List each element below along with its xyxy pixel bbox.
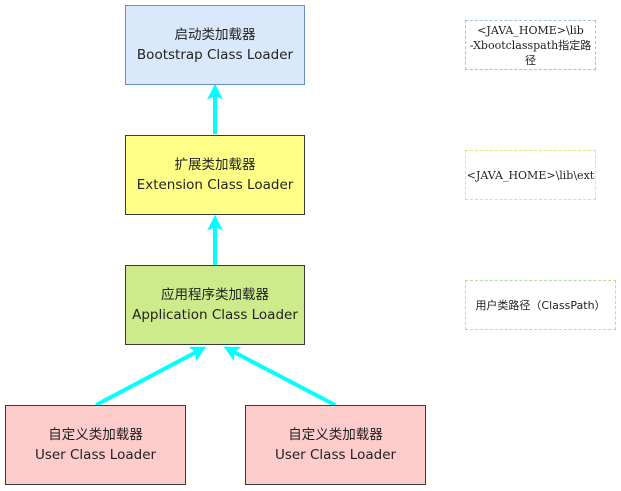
application-class-loader-node[interactable]: 应用程序类加载器 Application Class Loader: [125, 265, 305, 345]
application-title: 应用程序类加载器: [161, 287, 269, 303]
application-path-note: 用户类路径（ClassPath）: [465, 280, 616, 330]
bootstrap-subtitle: Bootstrap Class Loader: [136, 47, 294, 63]
bootstrap-title: 启动类加载器: [174, 27, 256, 43]
bootstrap-path-note: <JAVA_HOME>\lib -Xbootclasspath指定路径: [465, 20, 596, 70]
bootstrap-class-loader-node[interactable]: 启动类加载器 Bootstrap Class Loader: [125, 5, 305, 85]
user1-title: 自定义类加载器: [48, 427, 143, 443]
arrow-user1-to-application: [95, 346, 207, 407]
extension-subtitle: Extension Class Loader: [136, 177, 294, 193]
arrow-user2-to-application: [223, 346, 336, 407]
extension-class-loader-node[interactable]: 扩展类加载器 Extension Class Loader: [125, 135, 305, 215]
extension-path-text: <JAVA_HOME>\lib\ext: [466, 168, 595, 182]
user-class-loader-node-right[interactable]: 自定义类加载器 User Class Loader: [245, 405, 426, 485]
user2-subtitle: User Class Loader: [274, 447, 397, 463]
extension-title: 扩展类加载器: [174, 157, 256, 173]
application-path-text: 用户类路径（ClassPath）: [475, 298, 606, 312]
extension-path-note: <JAVA_HOME>\lib\ext: [465, 150, 596, 200]
application-subtitle: Application Class Loader: [132, 307, 298, 323]
user1-subtitle: User Class Loader: [34, 447, 157, 463]
bootstrap-path-line2: -Xbootclasspath指定路径: [469, 38, 592, 67]
user2-title: 自定义类加载器: [288, 427, 383, 443]
bootstrap-path-line1: <JAVA_HOME>\lib: [477, 23, 584, 37]
user-class-loader-node-left[interactable]: 自定义类加载器 User Class Loader: [5, 405, 186, 485]
